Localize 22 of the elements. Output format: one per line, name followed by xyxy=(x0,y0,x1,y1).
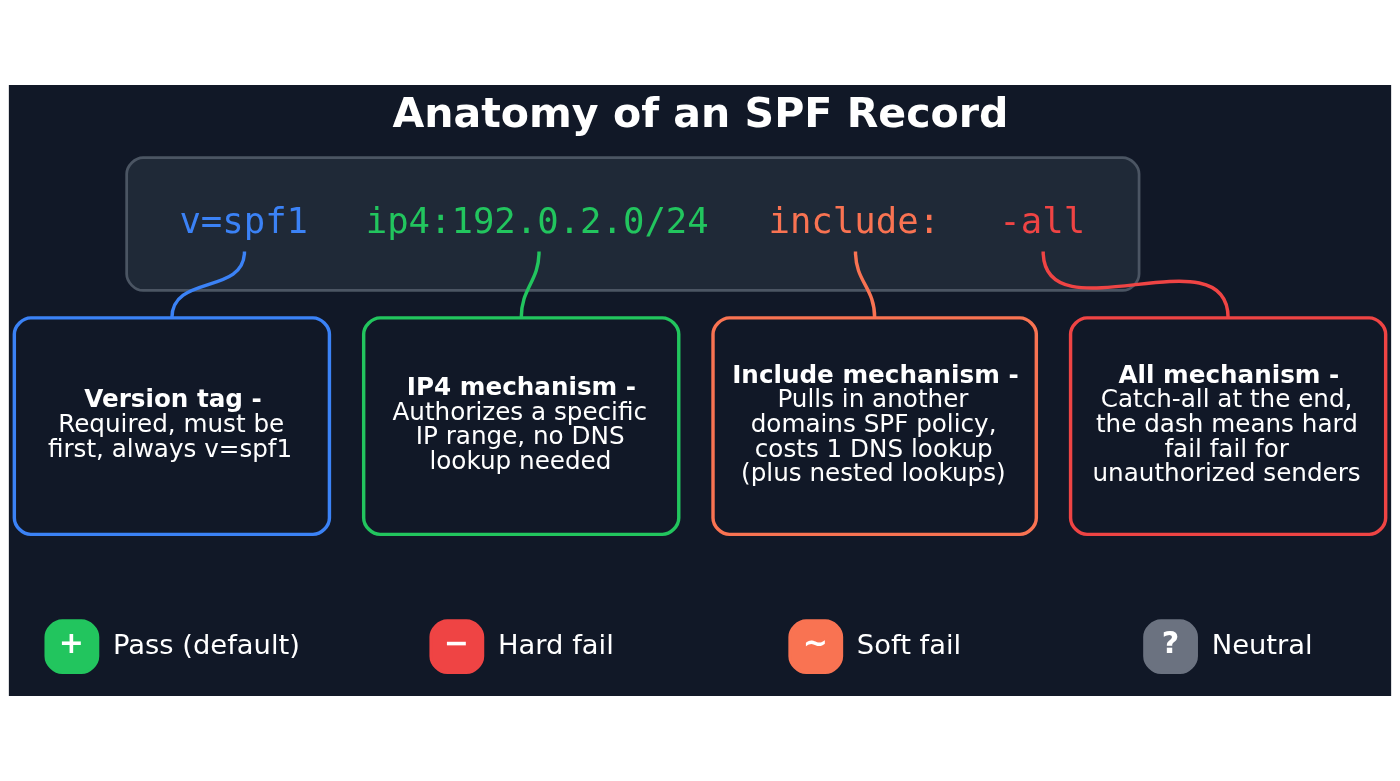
node-text: -all xyxy=(999,199,1086,241)
label: − xyxy=(443,624,470,660)
node-box: Include mechanism - Pulls in another domains SPF policy, costs 1 DNS lookup (plus nested lookups) xyxy=(711,316,1039,537)
cluster xyxy=(125,156,1141,292)
node-box: All mechanism - Catch-all at the end, the dash means hard fail fail for unauthorized senders xyxy=(1068,316,1388,537)
connector xyxy=(853,251,877,318)
legend-label: Soft fail xyxy=(856,628,962,660)
legend-label: Neutral xyxy=(1211,628,1313,660)
node-text: v=spf1 xyxy=(179,199,309,241)
label: ~ xyxy=(802,624,828,660)
connector xyxy=(1041,251,1230,319)
node-text: ip4:192.0.2.0/24 xyxy=(365,199,709,241)
legend-label: Hard fail xyxy=(497,628,614,660)
connector xyxy=(170,251,247,319)
label: ? xyxy=(1161,624,1180,660)
label: + xyxy=(58,624,85,660)
node-text: include: xyxy=(768,199,941,241)
node-box: Version tag - Required, must be first, always v=spf1 xyxy=(12,316,332,537)
legend-label: Pass (default) xyxy=(112,628,300,660)
diagram-title: Anatomy of an SPF Record xyxy=(392,89,1009,138)
node-box: IP4 mechanism - Authorizes a specific IP range, no DNS lookup needed xyxy=(361,316,681,537)
connector xyxy=(519,251,541,318)
